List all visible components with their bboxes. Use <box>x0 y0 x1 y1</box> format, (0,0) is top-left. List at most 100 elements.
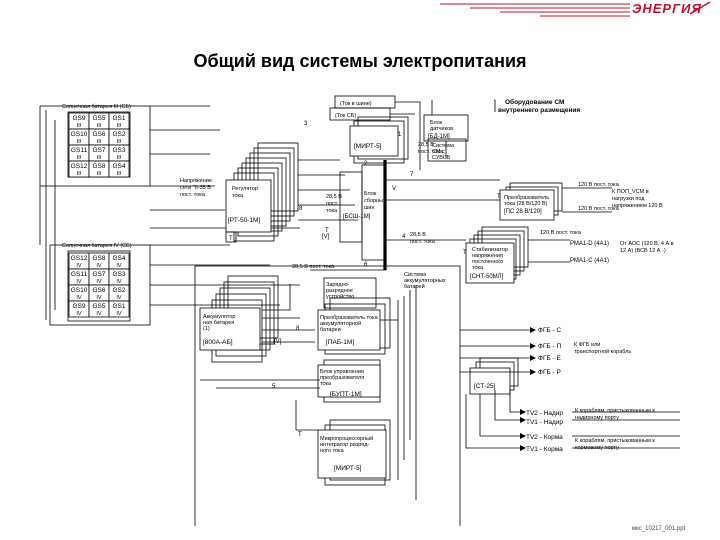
v120-label-b: 120 В пост. тока <box>578 206 620 212</box>
solar-cell-section: IV <box>116 295 122 301</box>
aoc-label: От АОС (120 В, 4 А в <box>620 241 674 247</box>
v28-label-1: 28,5 В <box>418 142 434 148</box>
pab-code: [ПАБ-1М] <box>326 339 354 346</box>
rma1d-label: РМА1-D (4А1) <box>570 241 609 247</box>
v28-label-3b: пост. <box>326 201 339 207</box>
tag-T-stab: T <box>463 250 467 256</box>
solar-cell-id: GS1 <box>112 303 125 310</box>
battery-3-label: Солнечная батарея III (СБ) <box>62 104 131 110</box>
bupt-label-2: преобразователя <box>320 375 364 381</box>
converter-block <box>499 189 555 221</box>
solar-cell-section: III <box>97 155 102 161</box>
korma-label: К кораблям, пристыкованным к <box>575 438 655 444</box>
solar-cell-id: GS8 <box>92 255 105 262</box>
nadir-label-2: надирному порту <box>575 415 619 421</box>
aoc-label-2: 12 А) (ВСВ 12 А -) <box>620 248 666 254</box>
regulator-code: [РТ-50-1М] <box>228 217 260 224</box>
sensor-code: [БД-1М] <box>428 134 450 140</box>
solar-cell-section: IV <box>76 279 82 285</box>
stabilizer-label: Стабилизатор <box>472 247 508 253</box>
tv1-korma-label: TV1 - Корма <box>526 446 563 453</box>
bupt-block <box>317 364 381 398</box>
regulator-block <box>225 179 272 233</box>
cm-equipment-label-2: внутреннего размещения <box>498 107 580 114</box>
file-footnote: мкс_10217_001.ppt <box>632 526 686 532</box>
tag-2: 2 <box>364 161 368 167</box>
solar-cell-id: GS2 <box>112 287 125 294</box>
svs-label-2: СМ с <box>432 149 445 155</box>
solar-cell-section: IV <box>96 295 102 301</box>
input-voltage-label-2: сети "II-35 В <box>180 185 211 191</box>
ct25-code: [СТ-25] <box>474 383 496 390</box>
energia-logo: ЭНЕРГИЯ <box>632 1 702 16</box>
tag-V-acc: [V] <box>274 339 282 345</box>
solar-cell <box>108 300 130 318</box>
solar-cell-id: GS6 <box>92 287 105 294</box>
sensor-label: Блок <box>430 120 443 126</box>
kfgb-label: К ФГБ или <box>574 342 600 348</box>
solar-cell-id: GS2 <box>112 131 125 138</box>
charger-label-3: устройство <box>326 293 354 300</box>
fgb-c-label: ФГБ - С <box>538 327 562 334</box>
bupt-code: [БУПТ-1М] <box>330 391 362 398</box>
mirt-label: Микропроцессорный <box>320 435 373 442</box>
converter-label-2: тока (28 В/120 В) <box>504 201 548 207</box>
current-bus-label: (Ток в шине) <box>340 101 372 107</box>
page-title: Общий вид системы электропитания <box>193 51 527 71</box>
solar-cell-section: III <box>117 155 122 161</box>
tag-3: 3 <box>304 121 308 127</box>
bsh-label-2: сборных <box>364 198 386 204</box>
solar-panel-4 <box>67 250 131 322</box>
pab-label: Преобразователь тока <box>320 315 379 321</box>
cm-equipment-label: Оборудование СМ <box>505 98 564 106</box>
solar-cell-id: GS3 <box>112 271 125 278</box>
v28-label-2: 28,5 В пост. тока <box>292 264 335 270</box>
solar-cell-id: GS7 <box>92 271 105 278</box>
solar-cell-section: III <box>97 171 102 177</box>
solar-cell-section: III <box>97 123 102 129</box>
mirt-label-2: интегратор разряд- <box>320 442 369 448</box>
svs-label: Система <box>432 143 455 149</box>
accumulator-block <box>199 307 261 351</box>
tag-5: 5 <box>272 384 276 390</box>
solar-cell-id: GS12 <box>71 163 88 170</box>
fgb-f-label: ФГБ - Р <box>538 369 561 376</box>
solar-cell-section: IV <box>116 279 122 285</box>
pab-label-2: аккумуляторной <box>320 320 361 327</box>
pab-label-3: батареи <box>320 327 341 333</box>
solar-cell-section: III <box>77 155 82 161</box>
solar-cell-section: III <box>77 171 82 177</box>
v120-label-c: 120 В пост. тока <box>540 230 582 236</box>
tv2-nadir-label: TV2 - Надир <box>526 410 563 417</box>
solar-cell-id: GS12 <box>71 255 88 262</box>
accumulator-label: Аккумулятор <box>203 314 235 320</box>
solar-cell-section: IV <box>76 295 82 301</box>
solar-cell-id: GS11 <box>71 271 88 278</box>
charger-label-2: разрядное <box>326 288 353 294</box>
battery-subsystem-frame <box>194 265 461 526</box>
current-sb-label: (Ток СБ) <box>335 113 356 119</box>
fgb-p-label: ФГБ - П <box>538 343 562 350</box>
converter-label: Преобразователь <box>504 195 549 201</box>
bupt-label-3: тока <box>320 381 332 387</box>
solar-cell-id: GS8 <box>92 163 105 170</box>
mirt-label-3: ного тока <box>320 448 345 454</box>
stabilizer-code: [СНТ-50МЛ] <box>470 274 504 280</box>
solar-cell-id: GS4 <box>112 255 125 262</box>
tag-T-conv: T <box>497 194 501 200</box>
tag-4: 4 <box>402 234 406 240</box>
accumulator-label-2: ная батарея <box>203 320 234 326</box>
stabilizer-block <box>465 242 515 284</box>
battery-4-label: Солнечная батарея IV (СБ) <box>62 243 132 249</box>
v120-label-a: 120 В пост. тока <box>578 182 620 188</box>
tag-T-mirt: T <box>298 432 302 438</box>
accumulator-code: [800А-АБ] <box>203 339 233 346</box>
kfgb-label-2: транспортной корабль <box>574 348 631 355</box>
solar-cell-id: GS11 <box>71 147 88 154</box>
bsh-label-3: шин <box>364 205 375 211</box>
solar-cell-section: III <box>117 171 122 177</box>
rma1c-label: РМА1-С (4А1) <box>570 258 609 264</box>
korma-label-2: кормовому порту <box>575 445 619 451</box>
nadir-label: К кораблям, пристыкованным к <box>575 408 655 414</box>
solar-cell-section: III <box>97 139 102 145</box>
